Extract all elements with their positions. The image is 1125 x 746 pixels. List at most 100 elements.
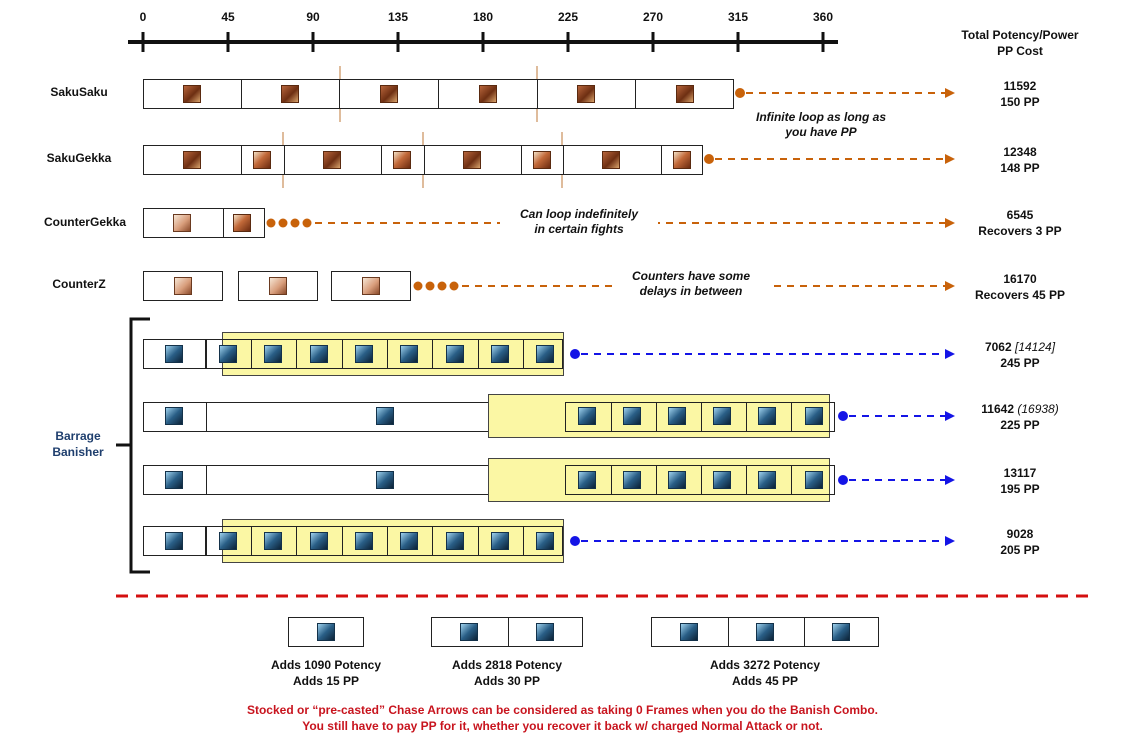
counterz-values: 16170 Recovers 45 PP (950, 271, 1090, 303)
banish-arrow-icon (446, 532, 464, 550)
chase-arrow-icon (460, 623, 478, 641)
banish-arrow-icon (446, 345, 464, 363)
barrage3-total: 13117 (1003, 466, 1037, 480)
chase-1-potency: Adds 1090 Potency (270, 658, 382, 672)
tick-label-90: 90 (306, 10, 320, 24)
banish-arrow-icon (355, 345, 373, 363)
gekka-skill-icon (533, 151, 551, 169)
banish-arrow-icon (578, 407, 596, 425)
sakugekka-arrowhead (945, 154, 955, 164)
barrage4-pp: 205 PP (1000, 543, 1040, 557)
banish-arrow-icon (491, 345, 509, 363)
barrage1-arrowhead (945, 349, 955, 359)
note-countergekka-line1: Can loop indefinitely (519, 207, 638, 221)
barrage2-total-line: 11642 (16938) (950, 401, 1090, 417)
banish-arrow-icon (536, 345, 554, 363)
sakusaku-end-dot (735, 88, 745, 98)
gekka-skill-icon (233, 214, 251, 232)
row-label-sakusaku: SakuSaku (50, 85, 108, 99)
note-countergekka: Can loop indefinitely in certain fights (500, 207, 658, 237)
banish-arrow-icon (623, 407, 641, 425)
tick-label-45: 45 (221, 10, 235, 24)
sakura-skill-icon (463, 151, 481, 169)
barrage1-end-dot (570, 349, 580, 359)
header-total-label: Total Potency/Power (961, 28, 1079, 42)
counter-icon (173, 214, 191, 232)
banish-arrow-icon (264, 532, 282, 550)
chase-2-pp: Adds 30 PP (473, 674, 541, 688)
sakura-skill-icon (676, 85, 694, 103)
barrage-group-label: Barrage Banisher (38, 428, 118, 460)
banish-arrow-icon (310, 345, 328, 363)
banish-arrow-icon (376, 471, 394, 489)
tick-label-0: 0 (139, 10, 147, 24)
barrage1-total-line: 7062 [14124] (950, 339, 1090, 355)
chase-arrow-icon (317, 623, 335, 641)
note-countergekka-line2: in certain fights (534, 222, 624, 236)
gekka-skill-icon (253, 151, 271, 169)
note-sakusaku-line2: you have PP (785, 125, 857, 139)
chase-caption-2: Adds 2818 Potency Adds 30 PP (437, 657, 577, 689)
footer-line2: You still have to pay PP for it, whether… (302, 719, 823, 733)
row-label-sakugekka: SakuGekka (46, 151, 112, 165)
sakugekka-end-dot (704, 154, 714, 164)
sakusaku-pp: 150 PP (1000, 95, 1040, 109)
barrage4-total: 9028 (1006, 527, 1034, 541)
counterz-pp: Recovers 45 PP (974, 288, 1066, 302)
sakusaku-bar (143, 79, 734, 109)
banish-arrow-icon (713, 471, 731, 489)
row-label-countergekka: CounterGekka (43, 215, 127, 229)
chase-arrow-icon (756, 623, 774, 641)
counter-icon (362, 277, 380, 295)
banish-arrow-icon (668, 471, 686, 489)
gekka-skill-icon (673, 151, 691, 169)
chase-caption-1: Adds 1090 Potency Adds 15 PP (256, 657, 396, 689)
note-sakusaku-line1: Infinite loop as long as (755, 110, 886, 124)
banish-arrow-icon (805, 471, 823, 489)
banish-arrow-icon (623, 471, 641, 489)
countergekka-total: 6545 (1006, 208, 1034, 222)
sakugekka-pp: 148 PP (1000, 161, 1040, 175)
barrage1-bar (205, 339, 563, 369)
sakura-skill-icon (183, 85, 201, 103)
barrage3-arrowhead (945, 475, 955, 485)
chase-arrow-icon (832, 623, 850, 641)
banish-arrow-icon (310, 532, 328, 550)
note-counterz-line1: Counters have some (631, 269, 751, 283)
barrage1-pp: 245 PP (1000, 356, 1040, 370)
banish-arrow-icon (165, 345, 183, 363)
banish-arrow-icon (578, 471, 596, 489)
banish-arrow-icon (400, 532, 418, 550)
footer-line1: Stocked or “pre-casted” Chase Arrows can… (246, 703, 879, 717)
barrage3-values: 13117 195 PP (950, 465, 1090, 497)
barrage2-total: 11642 (981, 402, 1014, 416)
tick-label-315: 315 (727, 10, 749, 24)
barrage4-values: 9028 205 PP (950, 526, 1090, 558)
note-counterz-line2: delays in between (639, 284, 743, 298)
note-sakusaku: Infinite loop as long as you have PP (742, 110, 900, 140)
banish-arrow-icon (376, 407, 394, 425)
barrage2-arrowhead (945, 411, 955, 421)
chase-arrow-icon (680, 623, 698, 641)
chase-3-pp: Adds 45 PP (731, 674, 799, 688)
gekka-skill-icon (393, 151, 411, 169)
header-right: Total Potency/Power PP Cost (950, 27, 1090, 59)
barrage-label-line1: Barrage (55, 429, 101, 443)
sakura-skill-icon (479, 85, 497, 103)
countergekka-arrowhead (945, 218, 955, 228)
barrage3-pp: 195 PP (1000, 482, 1040, 496)
barrage4-lead-box (143, 526, 223, 556)
sakura-skill-icon (602, 151, 620, 169)
sakugekka-total: 12348 (1003, 145, 1037, 159)
counter-icon (174, 277, 192, 295)
chase-3-potency: Adds 3272 Potency (709, 658, 821, 672)
tick-label-135: 135 (387, 10, 409, 24)
countergekka-bar (143, 208, 265, 238)
row-label-counterz: CounterZ (52, 277, 106, 291)
banish-arrow-icon (165, 471, 183, 489)
banish-arrow-icon (491, 532, 509, 550)
barrage1-total: 7062 (984, 340, 1012, 354)
barrage1-values: 7062 [14124] 245 PP (950, 339, 1090, 371)
sakura-skill-icon (323, 151, 341, 169)
